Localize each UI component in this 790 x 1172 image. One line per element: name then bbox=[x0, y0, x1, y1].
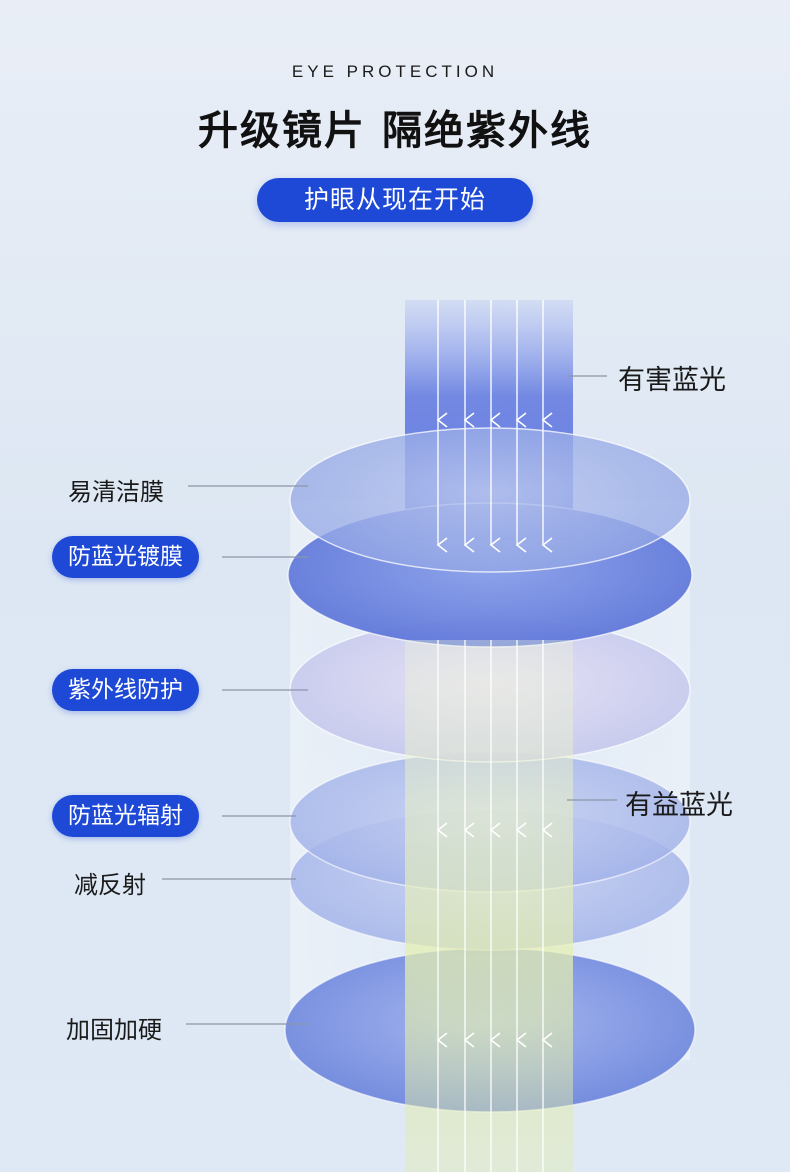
slogan-badge: 护眼从现在开始 bbox=[257, 178, 533, 222]
label-anti-reflection: 减反射 bbox=[74, 871, 146, 899]
page-title: 升级镜片 隔绝紫外线 bbox=[198, 108, 592, 154]
leader-lines bbox=[162, 375, 617, 1025]
beneficial-light-beam bbox=[405, 640, 573, 1172]
eyebrow-text: EYE PROTECTION bbox=[291, 62, 499, 81]
label-hardening: 加固加硬 bbox=[66, 1016, 162, 1044]
label-beneficial-blue-light: 有益蓝光 bbox=[625, 790, 733, 821]
beneficial-light-arrows bbox=[436, 640, 553, 1172]
tag-anti-blue-radiation: 防蓝光辐射 bbox=[52, 795, 199, 837]
tag-anti-blue-coating: 防蓝光镀膜 bbox=[52, 536, 199, 578]
label-harmful-blue-light: 有害蓝光 bbox=[618, 365, 726, 396]
tag-uv-protection: 紫外线防护 bbox=[52, 669, 199, 711]
harmful-light-arrows bbox=[436, 300, 553, 553]
label-easy-clean-film: 易清洁膜 bbox=[68, 478, 164, 506]
lens-disk-easy-clean bbox=[289, 427, 691, 573]
